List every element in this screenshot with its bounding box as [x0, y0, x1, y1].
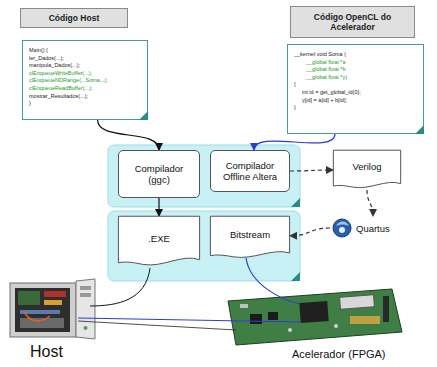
connector-arrow — [158, 198, 159, 216]
band-fills — [108, 145, 300, 281]
connector-arrow — [254, 134, 335, 150]
header-box: Código OpenCL do Acelerador — [290, 6, 415, 38]
compiler-band: Compilador (ggc) Compilador Offline Alter… — [108, 145, 300, 207]
host-to-fpga-wire-dark — [78, 321, 236, 330]
folded-corner — [291, 198, 300, 207]
exe-to-host-wire — [90, 268, 150, 306]
quartus-logo — [333, 219, 351, 237]
node-label: Código OpenCL do Acelerador — [296, 12, 409, 32]
fpga-board — [228, 289, 402, 345]
code-line: clEnqueueWriteBuffer(...); — [29, 70, 92, 78]
code-line: } — [29, 100, 31, 108]
output-band: .EXE Bitstream — [108, 211, 300, 281]
process-box: Compilador Offline Altera — [210, 150, 290, 192]
folded-corner — [291, 272, 300, 281]
document-shape: Bitstream — [210, 216, 290, 260]
band-fill — [108, 211, 300, 281]
code-box: __kernel void Soma (__global float *a__g… — [287, 44, 424, 134]
node-label: .EXE — [148, 233, 170, 244]
code-line: clEnqueueNDRange(...Soma...); — [29, 77, 108, 85]
code-line: manipula_Dados(...); — [29, 62, 80, 70]
process-box: Compilador (ggc) — [118, 150, 200, 198]
connector-arrow — [290, 170, 333, 171]
code-box: Main() {ler_Dados(...);manipula_Dados(..… — [22, 40, 148, 120]
host-to-fpga-wire — [78, 318, 300, 322]
host-computer — [10, 279, 95, 339]
connector-arrow — [290, 228, 330, 236]
code-line: } — [294, 104, 296, 112]
code-line: { — [294, 81, 296, 89]
node-label: Código Host — [49, 13, 100, 23]
node-label: Compilador Offline Altera — [221, 160, 279, 183]
code-line: Main() { — [29, 47, 48, 55]
code-line: int id = get_global_id(0); — [294, 89, 361, 97]
code-line: __global float *y) — [294, 74, 347, 82]
folded-corner — [415, 125, 424, 134]
node-label: Verilog — [352, 161, 381, 172]
code-line: __global float *a — [294, 59, 345, 67]
folded-corner — [139, 111, 148, 120]
tool-box: Quartus — [330, 216, 416, 240]
code-line: clEnqueueReadBuffer(...); — [29, 85, 93, 93]
code-line: ler_Dados(...); — [29, 55, 64, 63]
node-label: Quartus — [356, 223, 390, 234]
band-fill — [108, 145, 300, 207]
host-label: Host — [30, 343, 63, 361]
accelerator-label: Acelerador (FPGA) — [292, 348, 386, 360]
connector-arrow — [98, 120, 159, 150]
node-label: Bitstream — [230, 229, 270, 240]
code-line: __kernel void Soma ( — [294, 51, 346, 59]
document-shape: .EXE — [118, 216, 200, 268]
code-line: mostrar_Resultados(...); — [29, 93, 88, 101]
code-line: y[id] = a[id] + b[id]; — [294, 97, 347, 105]
node-label: Compilador (ggc) — [129, 163, 189, 186]
document-shape: Verilog — [333, 150, 401, 190]
bitstream-to-fpga-wire — [246, 258, 300, 304]
code-line: __global float *b — [294, 66, 345, 74]
header-box: Código Host — [20, 8, 128, 28]
connector-arrow — [367, 190, 373, 216]
